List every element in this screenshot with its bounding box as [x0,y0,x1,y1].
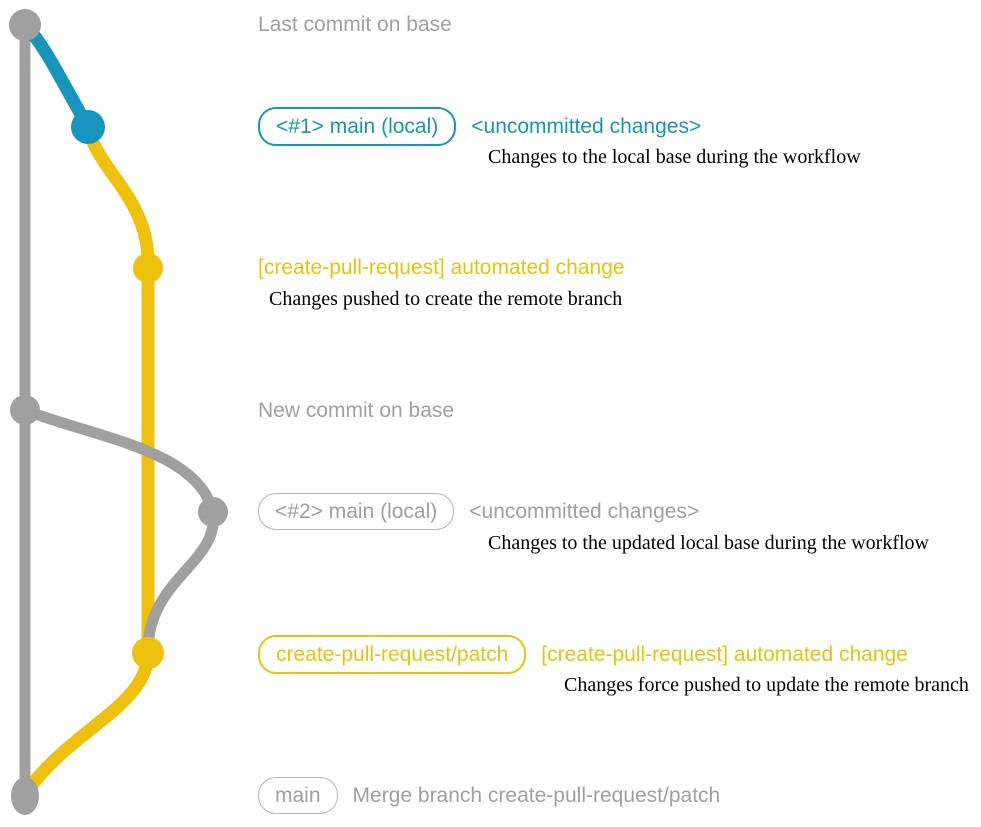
branch-main-local-curve [18,18,95,134]
label-new-commit-on-base: New commit on base [258,398,454,424]
branch-badge-patch: create-pull-request/patch [258,635,527,674]
commit-dot-last-base [9,9,41,41]
label-merge-commit: main Merge branch create-pull-request/pa… [258,777,720,814]
commit-description: Changes to the updated local base during… [488,532,929,554]
branch-badge-main-local-1: <#1> main (local) [258,107,457,146]
commit-description: Changes force pushed to update the remot… [564,674,969,696]
git-graph [9,9,228,815]
label-main-local-1: <#1> main (local) <uncommitted changes> [258,107,701,146]
branch-badge-main: main [258,777,338,814]
label-main-local-2: <#2> main (local) <uncommitted changes> [258,493,699,530]
commit-dot-merge [11,777,39,815]
commit-heading: <uncommitted changes> [471,114,702,138]
commit-heading: <uncommitted changes> [469,499,700,523]
commit-dot-patch-2 [132,637,164,669]
branch-patch-line [81,120,155,660]
label-last-commit-on-base: Last commit on base [258,12,452,38]
commit-description: Changes to the local base during the wor… [488,146,861,168]
branch-rebase-in-curve [142,506,219,654]
commit-dot-patch-1 [133,253,163,283]
commit-description: Changes pushed to create the remote bran… [269,288,623,310]
commit-title: Last commit on base [258,13,452,36]
label-automated-change-1: [create-pull-request] automated change [258,255,625,281]
label-automated-change-2: create-pull-request/patch [create-pull-r… [258,635,908,674]
commit-heading: [create-pull-request] automated change [541,642,908,666]
commit-title: Merge branch create-pull-request/patch [352,783,721,807]
commit-dot-main-local-1 [71,110,105,144]
commit-dot-new-base [10,395,40,425]
commit-heading: [create-pull-request] automated change [258,256,625,279]
commit-title: New commit on base [258,399,455,422]
commit-dot-main-local-2 [198,497,228,527]
branch-patch-merge-curve [20,646,155,799]
branch-badge-main-local-2: <#2> main (local) [258,493,455,530]
branch-rebase-out-curve [19,404,219,518]
